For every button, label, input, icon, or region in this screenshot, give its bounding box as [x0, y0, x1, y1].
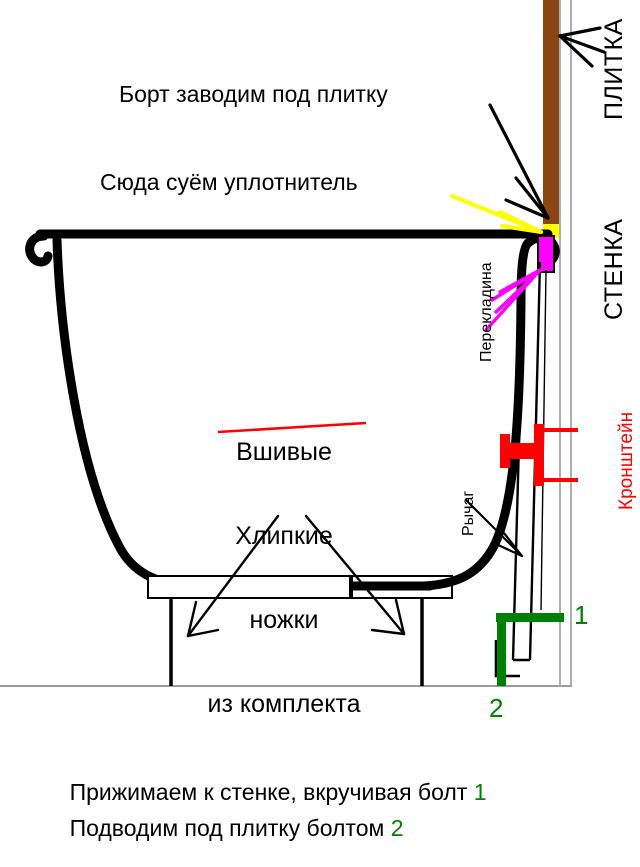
label-tile-vertical: ПЛИТКА	[600, 18, 628, 120]
tile-strip	[543, 0, 559, 232]
caption-line-1: Прижимаем к стенке, вкручивая болт 1	[44, 754, 487, 831]
arrow-rim-under-tile	[488, 103, 550, 220]
label-bracket-vertical: Кронштейн	[616, 411, 637, 510]
legs-note-line2-struck: Хлипкие	[235, 522, 333, 550]
room-outline	[0, 0, 572, 687]
legs-note-line3: ножки	[249, 606, 319, 634]
arrow-seal-yellow	[450, 194, 543, 234]
caption-line-1-number: 1	[473, 778, 487, 805]
caption-line-2-text: Подводим под плитку болтом	[69, 814, 391, 841]
pedestal-legs	[147, 575, 453, 686]
label-crossbar-vertical: Перекладина	[478, 262, 495, 362]
label-rim-under-tile: Борт заводим под плитку	[119, 81, 388, 107]
arrow-to-lever	[464, 498, 524, 558]
marker-bolt-two: 2	[489, 693, 504, 723]
arrow-tile-pointer	[558, 26, 606, 68]
legs-note-block: Вшивые Хлипкие ножки из комплекта	[168, 382, 400, 774]
legs-note-line4: из комплекта	[207, 690, 361, 718]
arrows-to-legs	[186, 514, 406, 638]
wall-bracket-red	[500, 424, 578, 486]
strikethrough-red	[217, 421, 367, 434]
marker-bolt-one: 1	[574, 600, 589, 630]
arrow-seal-magenta	[484, 268, 542, 332]
legs-note-line1: Вшивые	[236, 438, 332, 466]
bolt-markers-green	[496, 613, 564, 686]
caption-line-1-text: Прижимаем к стенке, вкручивая болт	[69, 778, 474, 805]
caption-line-2: Подводим под плитку болтом 2	[44, 790, 404, 867]
caption-line-2-number: 2	[390, 814, 404, 841]
label-insert-seal-here: Сюда суём уплотнитель	[100, 169, 358, 195]
label-wall-vertical: СТЕНКА	[600, 218, 628, 320]
label-lever-vertical: Рычаг	[460, 490, 477, 536]
